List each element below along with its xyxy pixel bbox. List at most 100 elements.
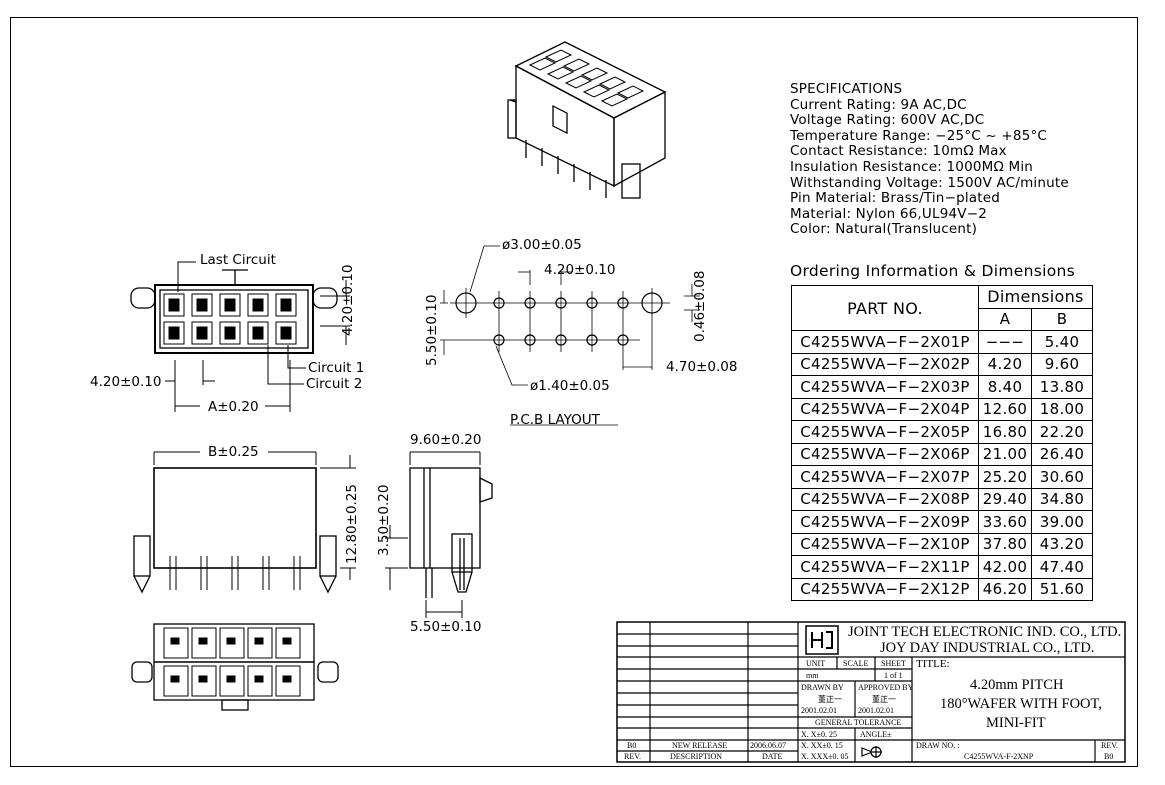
tolerance-3: X. XXX±0. 05 [801,752,849,761]
history-rev-header: REV. [624,752,641,761]
isometric-connector-view [507,41,667,199]
ordering-table: PART NO. Dimensions A B C4255WVA−F−2X01P… [791,285,1093,601]
spec-line: Contact Resistance: 10mΩ Max [790,143,1007,160]
company-name-1: JOINT TECH ELECTRONIC IND. CO., LTD. [848,624,1122,640]
pcb-edge-label: 4.70±0.08 [666,359,738,375]
scale-label: SCALE [843,659,869,668]
circuit1-label: Circuit 1 [308,360,365,376]
ordering-title: Ordering Information & Dimensions [790,262,1075,280]
title-label: TITLE: [916,658,950,670]
connector-side-view [385,451,493,618]
part-number-cell: C4255WVA−F−2X08P [791,487,979,511]
part-number-cell: C4255WVA−F−2X07P [791,465,979,489]
pcb-large-hole-label: ø3.00±0.05 [502,237,582,253]
dimension-b-cell: 18.00 [1031,397,1093,421]
part-number-cell: C4255WVA−F−2X03P [791,375,979,399]
draw-no-label: DRAW NO. : [916,741,960,750]
table-header-row: PART NO. Dimensions [791,285,1093,331]
spec-line: Withstanding Voltage: 1500V AC/minute [790,174,1069,191]
title-line-3: MINI-FIT [986,715,1046,731]
tolerance-2: X. XX±0. 15 [801,741,843,750]
company-name-2: JOY DAY INDUSTRIAL CO., LTD. [880,640,1095,656]
dim-a-label: A±0.20 [208,399,259,415]
pcb-row-spacing-label: 5.50±0.10 [424,294,440,366]
history-date-header: DATE [762,752,783,761]
table-header-row: A B [792,307,1093,331]
spec-line: Insulation Resistance: 1000MΩ Min [790,158,1034,175]
approved-by-name: 董正一 [872,695,896,704]
dimension-a-cell: 4.20 [978,352,1032,376]
spec-heading: SPECIFICATIONS [790,81,903,97]
connector-front-view [133,451,356,594]
pcb-pitch-label: 4.20±0.10 [544,262,616,278]
draw-no-value: C4255WVA-F-2XNP [964,752,1034,761]
part-number-cell: C4255WVA−F−2X02P [791,352,979,376]
dim-pitch-vertical-label: 4.20±0.10 [340,264,356,336]
history-description-header: DESCRIPTION [670,752,723,761]
part-number-cell: C4255WVA−F−2X12P [791,577,979,601]
rev-label: REV. [1101,741,1118,750]
dim-offset-label: 5.50±0.10 [410,619,482,635]
dim-depth-label: 9.60±0.20 [410,432,482,448]
tolerance-1: X. X±0. 25 [801,730,837,739]
pcb-layout-caption: P.C.B LAYOUT [510,412,600,428]
part-number-cell: C4255WVA−F−2X04P [791,397,979,421]
drawing-frame [10,17,1138,767]
specifications-block: SPECIFICATIONS Current Rating: 9A AC,DC … [790,81,1069,238]
dimension-b-cell: 47.40 [1031,555,1093,579]
dim-height-label: 12.80±0.25 [344,483,360,564]
part-number-cell: C4255WVA−F−2X06P [791,442,979,466]
part-number-cell: C4255WVA−F−2X10P [791,532,979,556]
dimension-b-cell: 39.00 [1031,510,1093,534]
dimension-b-cell: 5.40 [1031,330,1093,354]
pcb-small-hole-label: ø1.40±0.05 [530,378,610,394]
last-circuit-label: Last Circuit [200,252,276,268]
rev-value: B0 [1104,752,1114,761]
part-number-cell: C4255WVA−F−2X05P [791,420,979,444]
angle-label: ANGLE± [860,730,892,739]
dim-peg-label: 3.50±0.20 [376,484,392,556]
spec-line: Color: Natural(Translucent) [790,221,978,238]
dimension-b-cell: 30.60 [1031,465,1093,489]
approved-date: 2001.02.01 [858,706,894,715]
drawn-date: 2001.02.01 [801,706,837,715]
connector-bottom-view [131,623,339,711]
dimension-a-cell: 46.20 [978,577,1032,601]
history-rev: B0 [627,741,637,750]
history-description: NEW RELEASE [672,741,728,750]
approved-by-label: APPROVED BY [858,683,914,692]
history-date: 2006.06.07 [750,741,786,750]
circuit2-label: Circuit 2 [306,376,363,392]
dimension-b-cell: 13.80 [1031,375,1093,399]
dim-b-label: B±0.25 [208,444,259,460]
dimension-b-cell: 51.60 [1031,577,1093,601]
pcb-offset-label: 0.46±0.08 [692,270,708,342]
unit-value: mm [806,671,819,680]
sheet-value: 1 of 1 [884,671,903,680]
spec-line: Temperature Range: −25°C ~ +85°C [790,127,1048,144]
sheet-label: SHEET [881,659,906,668]
title-line-1: 4.20mm PITCH [970,677,1064,693]
drawn-by-name: 董正一 [818,695,842,704]
title-block-grid [616,621,1126,763]
tolerance-label: GENERAL TOLERANCE [815,718,902,727]
title-line-2: 180°WAFER WITH FOOT, [940,696,1102,712]
part-no-header: PART NO. [791,285,979,331]
spec-line: Current Rating: 9A AC,DC [790,96,967,113]
spec-line: Material: Nylon 66,UL94V−2 [790,205,988,222]
connector-top-view [130,261,350,412]
pcb-layout-view [440,245,700,426]
dimension-a-cell: −−− [978,330,1032,354]
unit-label: UNIT [806,659,826,668]
